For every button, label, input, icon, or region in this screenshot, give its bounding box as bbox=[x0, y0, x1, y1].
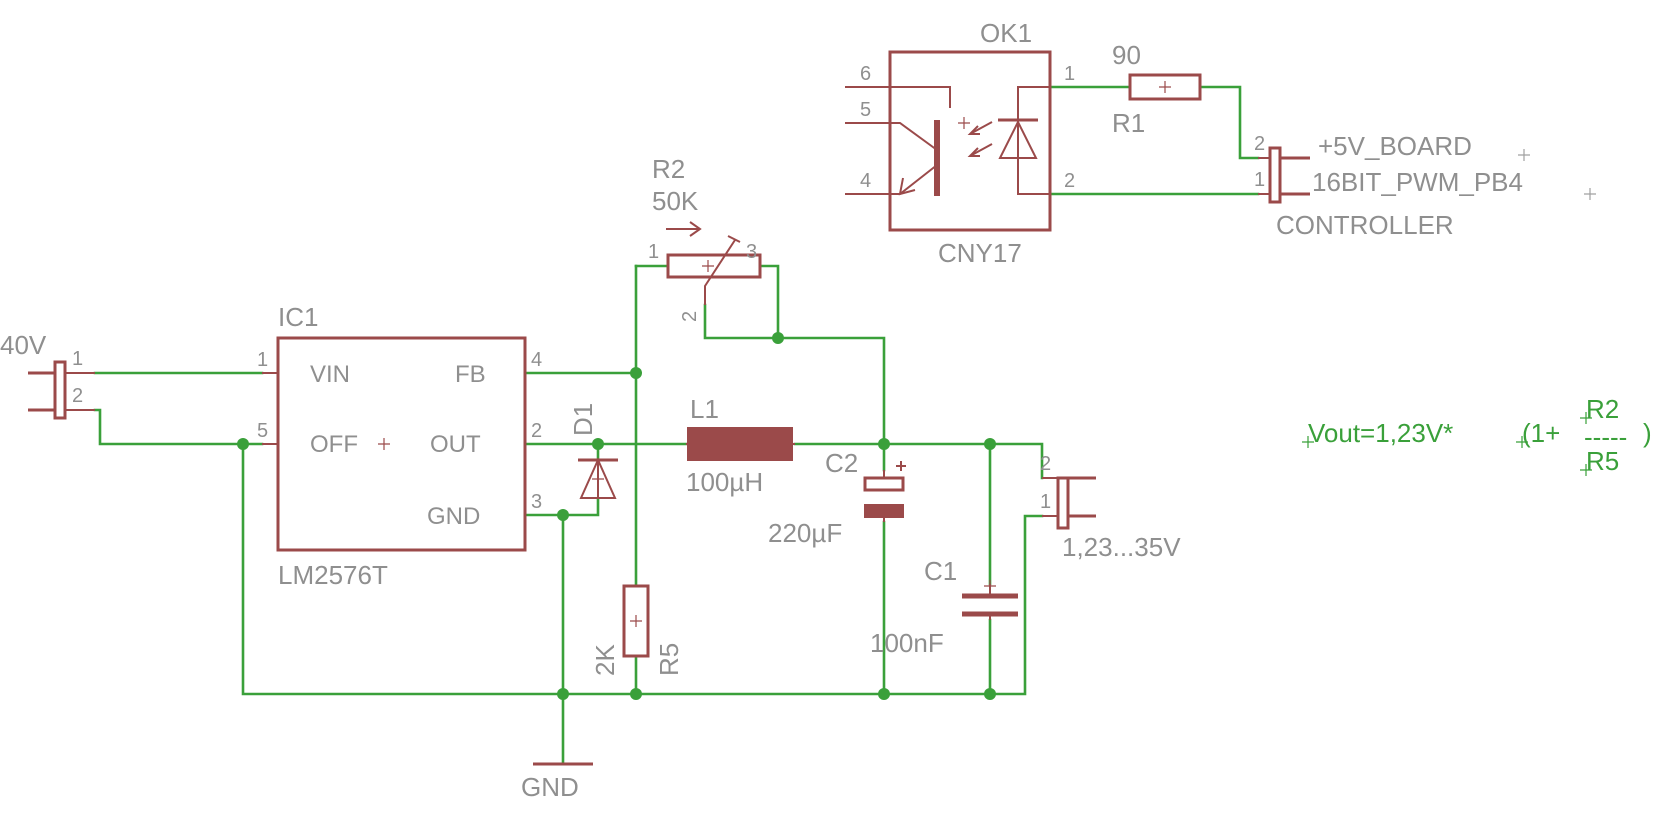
formula-lhs: Vout=1,23V* bbox=[1308, 418, 1453, 448]
junction-r5-rail bbox=[630, 688, 642, 700]
connector-input-pin2: 2 bbox=[72, 385, 83, 407]
formula-bar: ----- bbox=[1584, 422, 1627, 452]
wire-r2-wiper bbox=[703, 303, 886, 446]
connector-controller-label-bottom: CONTROLLER bbox=[1276, 210, 1454, 240]
ok1-pin5: 5 bbox=[860, 99, 871, 121]
r1-name: R1 bbox=[1112, 108, 1145, 138]
ok1-pin1: 1 bbox=[1064, 63, 1075, 85]
ok1-body bbox=[888, 50, 1052, 232]
r2-pin2: 2 bbox=[679, 311, 701, 322]
capacitor-c1: C1 100nF bbox=[870, 556, 1018, 658]
ic1-pinnum-out: 2 bbox=[531, 420, 542, 442]
connector-input-label: 40V bbox=[0, 330, 47, 360]
ic1-pin-gnd: GND bbox=[427, 503, 480, 530]
wire-r2-pin3 bbox=[758, 264, 780, 340]
capacitor-c2: C2 220µF bbox=[768, 448, 906, 548]
r5-body bbox=[622, 584, 650, 658]
junction-fb bbox=[630, 367, 642, 379]
connector-output-label: 1,23...35V bbox=[1062, 532, 1181, 562]
l1-body bbox=[687, 427, 793, 461]
formula-close: ) bbox=[1643, 418, 1652, 448]
connector-controller-label-mid: 16BIT_PWM_PB4 bbox=[1312, 167, 1523, 197]
ok1-value: CNY17 bbox=[938, 238, 1022, 268]
d1-name: D1 bbox=[568, 403, 598, 436]
r2-body bbox=[666, 253, 762, 279]
l1-value: 100µH bbox=[686, 467, 763, 497]
ic1-pin-fb: FB bbox=[455, 361, 486, 388]
connector-output: 2 1 1,23...35V bbox=[1040, 453, 1181, 562]
ground-symbol: GND bbox=[521, 762, 593, 802]
ic1-pinnum-fb: 4 bbox=[531, 349, 542, 371]
wire-gnd-pin bbox=[523, 498, 600, 517]
junction-out bbox=[592, 438, 604, 450]
connector-controller-pin1: 1 bbox=[1254, 169, 1265, 191]
connector-input: 40V 1 2 bbox=[0, 330, 95, 420]
connector-input-pin1: 1 bbox=[72, 348, 83, 370]
inductor-l1: L1 100µH bbox=[686, 394, 795, 497]
l1-name: L1 bbox=[690, 394, 719, 424]
r5-name: R5 bbox=[654, 643, 684, 676]
junction-output bbox=[878, 438, 890, 450]
optocoupler-ok1: OK1 CNY17 6 5 4 1 2 bbox=[845, 18, 1075, 268]
connector-controller: 2 1 +5V_BOARD 16BIT_PWM_PB4 CONTROLLER bbox=[1254, 131, 1596, 240]
r1-body bbox=[1128, 73, 1202, 101]
r2-name: R2 bbox=[652, 154, 685, 184]
junctions bbox=[237, 332, 996, 700]
junction-gnd-rail bbox=[557, 688, 569, 700]
r2-pin3: 3 bbox=[746, 241, 757, 263]
wire-r1-ctrl bbox=[1198, 85, 1260, 160]
formula-numerator: R2 bbox=[1586, 394, 1619, 424]
wire-input-gnd bbox=[93, 408, 264, 446]
junction-wiper bbox=[772, 332, 784, 344]
ground-label: GND bbox=[521, 772, 579, 802]
junction-gnd-pin bbox=[557, 509, 569, 521]
r1-value: 90 bbox=[1112, 40, 1141, 70]
c1-value: 100nF bbox=[870, 628, 944, 658]
ok1-pin2: 2 bbox=[1064, 170, 1075, 192]
ic1-regulator: IC1 LM2576T VIN OFF FB OUT GND 1 5 4 2 3 bbox=[257, 302, 542, 590]
connector-output-pin2: 2 bbox=[1040, 453, 1051, 475]
ic1-pinnum-off: 5 bbox=[257, 420, 268, 442]
formula-paren: (1+ bbox=[1522, 418, 1560, 448]
junction-gnd-off bbox=[237, 438, 249, 450]
ic1-pin-off: OFF bbox=[310, 431, 358, 458]
connector-controller-label-top: +5V_BOARD bbox=[1318, 131, 1472, 161]
ic1-pin-out: OUT bbox=[430, 431, 481, 458]
potentiometer-r2: R2 50K 1 3 2 bbox=[648, 154, 762, 322]
ok1-pin4: 4 bbox=[860, 170, 871, 192]
junction-c2-rail bbox=[878, 688, 890, 700]
ic1-value: LM2576T bbox=[278, 560, 388, 590]
r5-value: 2K bbox=[590, 644, 620, 676]
r2-pin1: 1 bbox=[648, 241, 659, 263]
connector-controller-pin2: 2 bbox=[1254, 133, 1265, 155]
connector-output-pin1: 1 bbox=[1040, 491, 1051, 513]
junction-c1-top bbox=[984, 438, 996, 450]
wire-left-gnd-rail bbox=[241, 442, 1044, 696]
ic1-pin-vin: VIN bbox=[310, 361, 350, 388]
formula-denominator: R5 bbox=[1586, 446, 1619, 476]
wire-l1-out bbox=[793, 442, 1044, 480]
diode-d1: D1 bbox=[568, 403, 618, 499]
c2-name: C2 bbox=[825, 448, 858, 478]
resistor-r1: 90 R1 bbox=[1112, 40, 1202, 138]
ic1-pinnum-vin: 1 bbox=[257, 349, 268, 371]
ic1-name: IC1 bbox=[278, 302, 318, 332]
c1-name: C1 bbox=[924, 556, 957, 586]
r2-value: 50K bbox=[652, 186, 699, 216]
ic1-pinnum-gnd: 3 bbox=[531, 491, 542, 513]
ok1-name: OK1 bbox=[980, 18, 1032, 48]
junction-c1-rail bbox=[984, 688, 996, 700]
resistor-r5: 2K R5 bbox=[590, 584, 684, 676]
formula: Vout=1,23V* (1+ R2 ----- R5 ) bbox=[1302, 394, 1652, 476]
ok1-pin6: 6 bbox=[860, 63, 871, 85]
c2-value: 220µF bbox=[768, 518, 842, 548]
